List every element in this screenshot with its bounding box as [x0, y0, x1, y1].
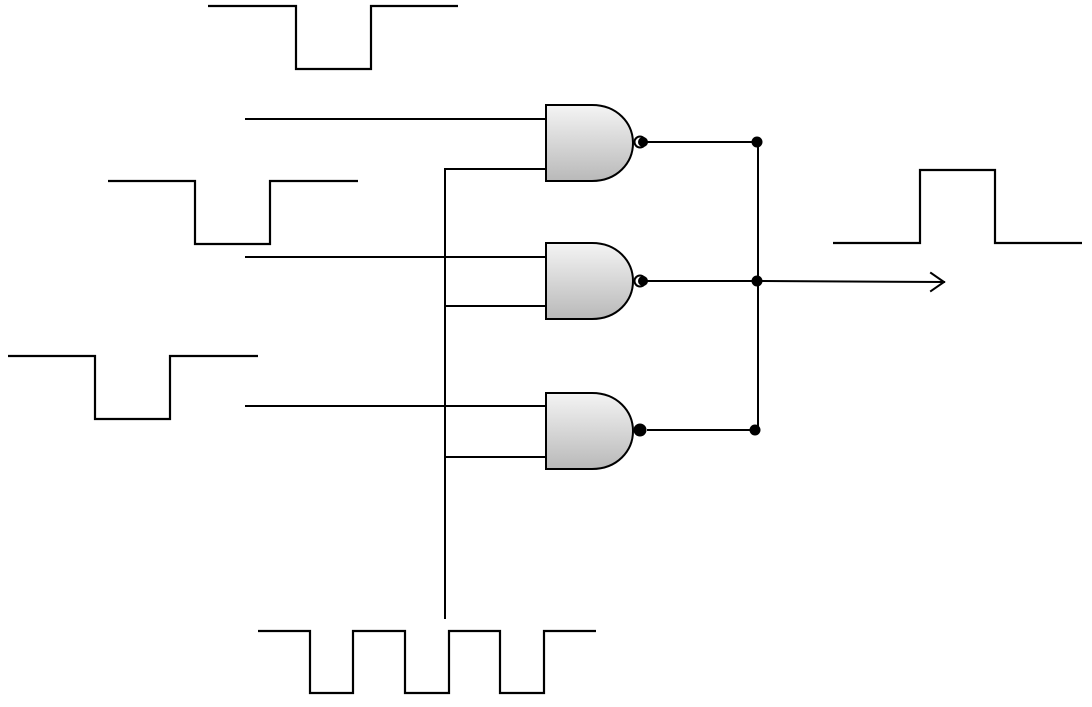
junction-dot-1 [751, 136, 763, 148]
junctions [749, 136, 763, 436]
waveforms [8, 4, 1082, 695]
gates [545, 104, 648, 470]
output-wire [755, 279, 946, 284]
input-1-waveform [208, 4, 458, 71]
output-arrow-icon [929, 271, 946, 293]
nand-gate-1 [545, 104, 648, 182]
input-3-waveform [8, 354, 258, 421]
nand-gate-2 [545, 242, 648, 320]
clock-waveform [258, 629, 596, 695]
gate-2-output-dot [638, 276, 648, 286]
junction-dot-3 [749, 424, 761, 436]
gate-1-body [545, 104, 635, 182]
input-2-waveform [108, 179, 358, 246]
gate-2-body [545, 242, 635, 320]
output-waveform [833, 168, 1082, 245]
nand-gate-3 [545, 392, 647, 470]
gate-3-body [545, 392, 635, 470]
wires [245, 118, 946, 619]
gate-1-output-dot [638, 137, 648, 147]
junction-dot-2 [751, 275, 763, 287]
gate-3-output-dot [633, 423, 647, 437]
